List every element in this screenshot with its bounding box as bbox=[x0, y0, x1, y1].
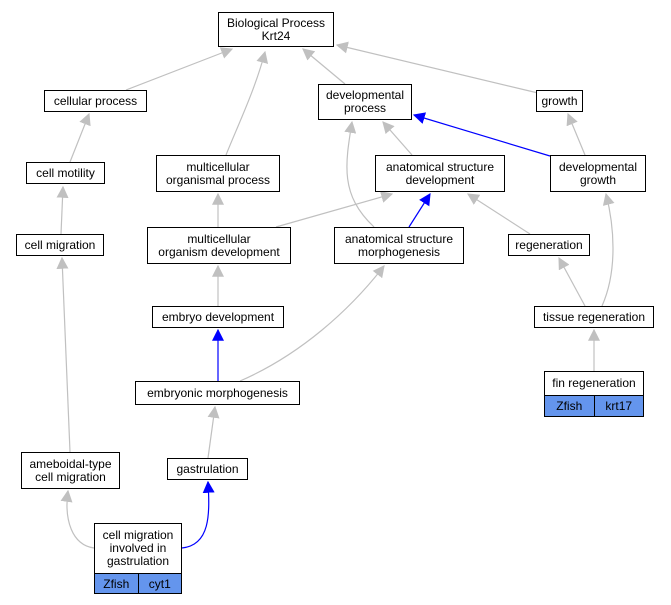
edge-is-a bbox=[60, 489, 95, 549]
edge-is-a bbox=[239, 265, 385, 382]
node-fin-regeneration[interactable]: fin regeneration bbox=[544, 371, 644, 395]
edge-is-a bbox=[125, 47, 234, 91]
edge-is-a bbox=[382, 121, 413, 156]
gene-symbol-label: cyt1 bbox=[137, 574, 182, 593]
node-anatomical-structure-development[interactable]: anatomical structure development bbox=[375, 155, 505, 192]
node-multicellular-organismal-process[interactable]: multicellular organismal process bbox=[156, 155, 280, 192]
edge-is-a bbox=[335, 41, 539, 94]
edge-part-of bbox=[408, 192, 431, 228]
node-gastrulation[interactable]: gastrulation bbox=[167, 458, 248, 480]
gene-species-label: Zfish bbox=[103, 576, 130, 591]
node-cell-migration[interactable]: cell migration bbox=[16, 234, 104, 256]
edge-is-a bbox=[566, 112, 586, 156]
node-growth[interactable]: growth bbox=[536, 90, 583, 112]
node-cellular-process[interactable]: cellular process bbox=[44, 90, 147, 112]
edge-is-a bbox=[302, 48, 346, 85]
edge-is-a bbox=[601, 192, 615, 307]
node-embryo-development[interactable]: embryo development bbox=[152, 306, 284, 328]
edge-is-a bbox=[69, 112, 91, 163]
edge-is-a bbox=[207, 405, 220, 459]
node-anatomical-structure-morphogenesis[interactable]: anatomical structure morphogenesis bbox=[334, 227, 464, 264]
edge-part-of bbox=[412, 112, 551, 157]
node-cell-motility[interactable]: cell motility bbox=[26, 162, 105, 184]
node-developmental-process[interactable]: developmental process bbox=[318, 84, 412, 120]
node-ameboidal-type-cell-migration[interactable]: ameboidal-type cell migration bbox=[21, 452, 120, 489]
node-developmental-growth[interactable]: developmental growth bbox=[550, 155, 646, 192]
node-embryonic-morphogenesis[interactable]: embryonic morphogenesis bbox=[135, 381, 300, 405]
gene-box-cell-migration-gastrulation: Zfish cyt1 bbox=[94, 573, 182, 594]
edge-is-a bbox=[56, 256, 71, 453]
node-cell-migration-gastrulation[interactable]: cell migration involved in gastrulation bbox=[94, 523, 182, 573]
gene-symbol-label: krt17 bbox=[593, 396, 644, 416]
node-multicellular-organism-development[interactable]: multicellular organism development bbox=[147, 227, 291, 264]
gene-species-label: Zfish bbox=[556, 399, 583, 413]
edge-is-a bbox=[225, 50, 269, 156]
edge-is-a bbox=[558, 256, 586, 307]
edge-is-a bbox=[56, 185, 69, 235]
edge-is-a bbox=[275, 191, 394, 228]
edge-is-a bbox=[344, 120, 375, 228]
node-regeneration[interactable]: regeneration bbox=[508, 234, 590, 256]
gene-box-fin-regeneration: Zfish krt17 bbox=[544, 395, 644, 417]
edge-is-a bbox=[466, 193, 531, 235]
node-tissue-regeneration[interactable]: tissue regeneration bbox=[534, 306, 654, 328]
node-biological-process[interactable]: Biological Process Krt24 bbox=[218, 12, 334, 47]
edge-part-of bbox=[181, 480, 215, 549]
